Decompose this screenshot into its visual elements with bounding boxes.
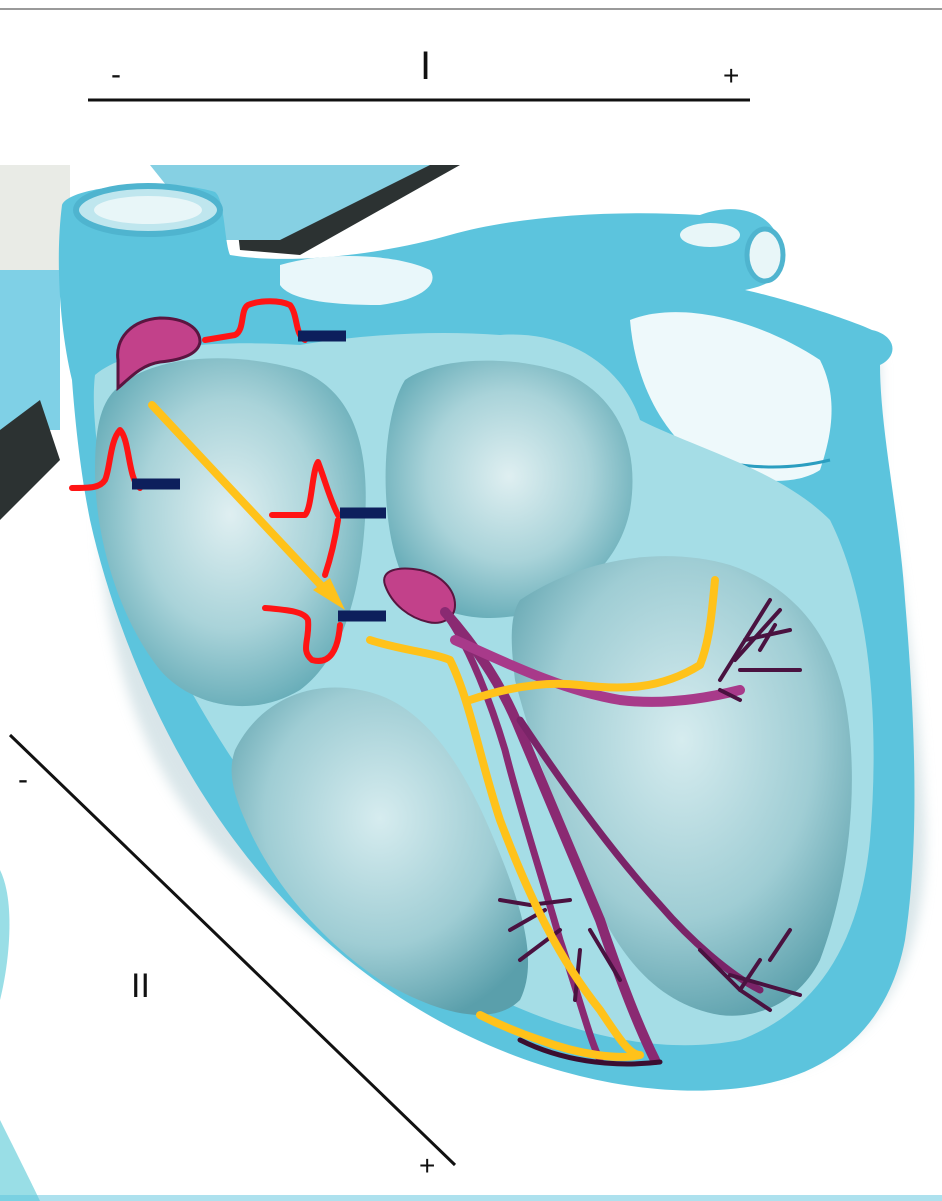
edge-decor-bottom [0, 1120, 40, 1201]
bottom-edge [0, 1195, 942, 1201]
vessel-highlight [680, 223, 740, 247]
highlight-1 [280, 256, 433, 305]
background-tube [0, 270, 60, 430]
lead-i-negative-label: - [111, 58, 121, 92]
vena-cava-opening [94, 196, 202, 224]
lead-ii-label: II [131, 967, 150, 1006]
lead-ii-positive-label: + [419, 1150, 435, 1182]
pulmonary-vein-opening [747, 229, 783, 281]
lead-i-positive-label: + [723, 60, 739, 92]
lead-ii-negative-label: - [18, 763, 28, 797]
edge-decor [0, 870, 9, 1000]
lead-i-label: I [420, 44, 431, 89]
